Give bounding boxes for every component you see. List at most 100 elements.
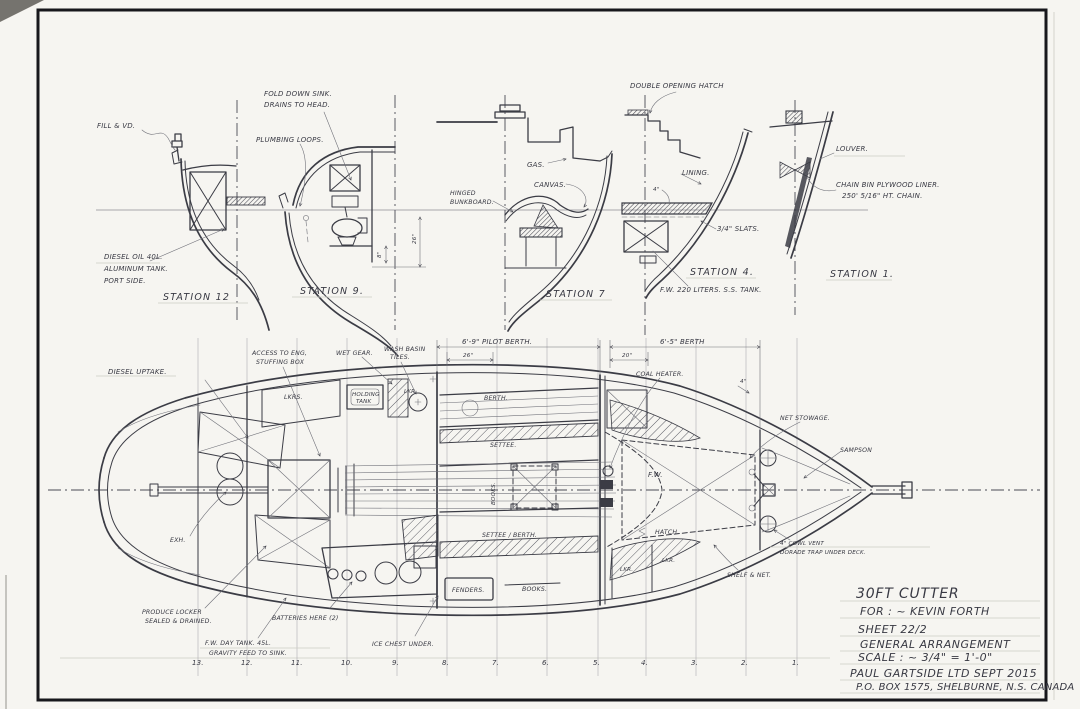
station-number: 9.	[392, 659, 399, 667]
dim-4: 4"	[740, 379, 747, 385]
settee-cushion	[439, 422, 599, 444]
galley-counter	[321, 541, 438, 599]
sprit-heel-pin-1	[748, 468, 756, 476]
section-station-4: DOUBLE OPENING HATCH LINING. 4" 3/4" SLA…	[621, 82, 761, 335]
mast-step-b	[600, 498, 613, 507]
section-caption: STATION 7	[546, 289, 606, 300]
hull-outer	[645, 132, 749, 299]
table-cross	[512, 465, 557, 509]
label-stuffing-box: STUFFING BOX	[256, 359, 305, 366]
slide-hatch-1	[494, 111, 526, 119]
transom-inner	[107, 461, 113, 519]
dim-26-text: 26"	[412, 233, 418, 244]
galley-jar-2	[341, 569, 353, 581]
turnbuckle-left	[779, 161, 796, 179]
diesel-tank-cross	[189, 171, 227, 231]
slide-hatch-2	[499, 104, 521, 112]
mast-step-a	[600, 480, 613, 489]
label-tank-2: ALUMINUM TANK.	[103, 265, 168, 273]
berth-extension	[401, 514, 439, 561]
pilot-berth-edges	[439, 387, 599, 428]
label-lining: LINING.	[682, 169, 710, 177]
station-number: 4.	[641, 659, 648, 667]
title-client: FOR : ~ KEVIN FORTH	[860, 605, 990, 618]
bulwark	[278, 192, 289, 209]
stem-outer	[790, 111, 834, 259]
plan-dimensions: 6'-9" PILOT BERTH. 6'-5" BERTH 26" 20" 4…	[436, 338, 761, 430]
sprit-heel-braces	[753, 473, 765, 507]
plus-marks	[429, 375, 437, 605]
plan-view: 6'-9" PILOT BERTH. 6'-5" BERTH 26" 20" 4…	[48, 338, 1040, 676]
label-double-hatch: DOUBLE OPENING HATCH	[630, 82, 724, 90]
vberth-front-curve	[604, 431, 663, 549]
hull-outer	[284, 211, 399, 357]
station-number: 7.	[492, 659, 499, 667]
label-loops: PLUMBING LOOPS.	[256, 136, 324, 144]
title-block: 30FT CUTTER FOR : ~ KEVIN FORTH SHEET 22…	[840, 586, 1074, 694]
samson-cross	[762, 483, 776, 497]
title-firm: PAUL GARTSIDE LTD SEPT 2015	[850, 667, 1037, 680]
hull-inner	[508, 155, 608, 323]
basin-cross	[414, 398, 422, 406]
canvas-leader	[565, 183, 587, 208]
book-shelf	[504, 582, 561, 586]
slats-leader	[700, 220, 717, 230]
label-net-stowage: NET STOWAGE.	[780, 415, 830, 422]
deck-line	[182, 164, 237, 171]
louver-leader	[819, 152, 835, 160]
label-gas: GAS.	[527, 161, 545, 169]
forepeak-shelves	[761, 447, 851, 533]
dim-26: 26"	[463, 353, 474, 359]
station-number: 11.	[291, 659, 303, 667]
dim-pilot-berth: 6'-9" PILOT BERTH.	[462, 338, 532, 346]
loops-leader	[299, 143, 306, 207]
diesel-tank-box	[189, 171, 227, 231]
label-louver: LOUVER.	[836, 145, 868, 153]
title-scale: SCALE : ~ 3/4" = 1'-0"	[858, 651, 993, 664]
station-number: 6.	[542, 659, 549, 667]
title-drawing-name: GENERAL ARRANGEMENT	[860, 638, 1011, 651]
section-station-7: GAS. CANVAS. HINGED BUNKBOARD. STATION 7	[436, 95, 613, 332]
sheet-border	[36, 8, 1048, 702]
section-caption: STATION 12	[163, 292, 230, 303]
label-sampson: SAMPSON	[840, 447, 872, 454]
toilet-base	[337, 217, 368, 246]
produce-locker-cross	[254, 514, 331, 569]
label-diesel-uptake: DIESEL UPTAKE.	[108, 368, 167, 376]
seat-top	[519, 227, 563, 238]
turnbuckle-right	[794, 161, 811, 179]
section-station-1: LOUVER. CHAIN BIN PLYWOOD LINER. 250' 5/…	[769, 100, 939, 315]
holding-tank-inner	[350, 388, 380, 406]
label-tank-1: DIESEL OIL 40L.	[104, 253, 163, 261]
label-day-tank-2: GRAVITY FEED TO SINK.	[209, 650, 287, 657]
label-chain-2: 250' 5/16" HT. CHAIN.	[842, 192, 923, 200]
galley-jar-1	[327, 568, 339, 580]
label-sink-2: DRAINS TO HEAD.	[264, 101, 330, 109]
hatch-squiggle	[638, 527, 646, 538]
hull-inner	[288, 212, 392, 347]
fw-tank-cross	[623, 220, 669, 264]
dim-8-text: 8"	[377, 251, 383, 258]
transom	[98, 457, 105, 523]
hatch-steps	[624, 114, 701, 159]
lazarette-cross	[197, 411, 286, 469]
label-slats: 3/4" SLATS.	[717, 225, 759, 233]
coaming-profile	[527, 117, 601, 162]
section-caption: STATION 4.	[690, 267, 754, 278]
plan-leaders	[189, 356, 841, 639]
section-caption: STATION 9.	[300, 286, 364, 297]
chain-bin-liner	[785, 157, 812, 248]
engine-box	[267, 459, 331, 519]
plumbing-loop	[303, 215, 309, 221]
label-canvas: CANVAS.	[534, 181, 566, 189]
canvas-bunk-top	[504, 195, 589, 216]
station-number: 1.	[792, 659, 799, 667]
berth-flat	[621, 202, 714, 215]
exhaust-drum-2	[216, 478, 244, 506]
engine-cross	[267, 459, 331, 519]
label-tiles: TILES.	[390, 354, 410, 361]
station-number: 12.	[241, 659, 253, 667]
label-sink-1: FOLD DOWN SINK.	[264, 90, 332, 98]
galley-jar-3	[355, 570, 367, 582]
